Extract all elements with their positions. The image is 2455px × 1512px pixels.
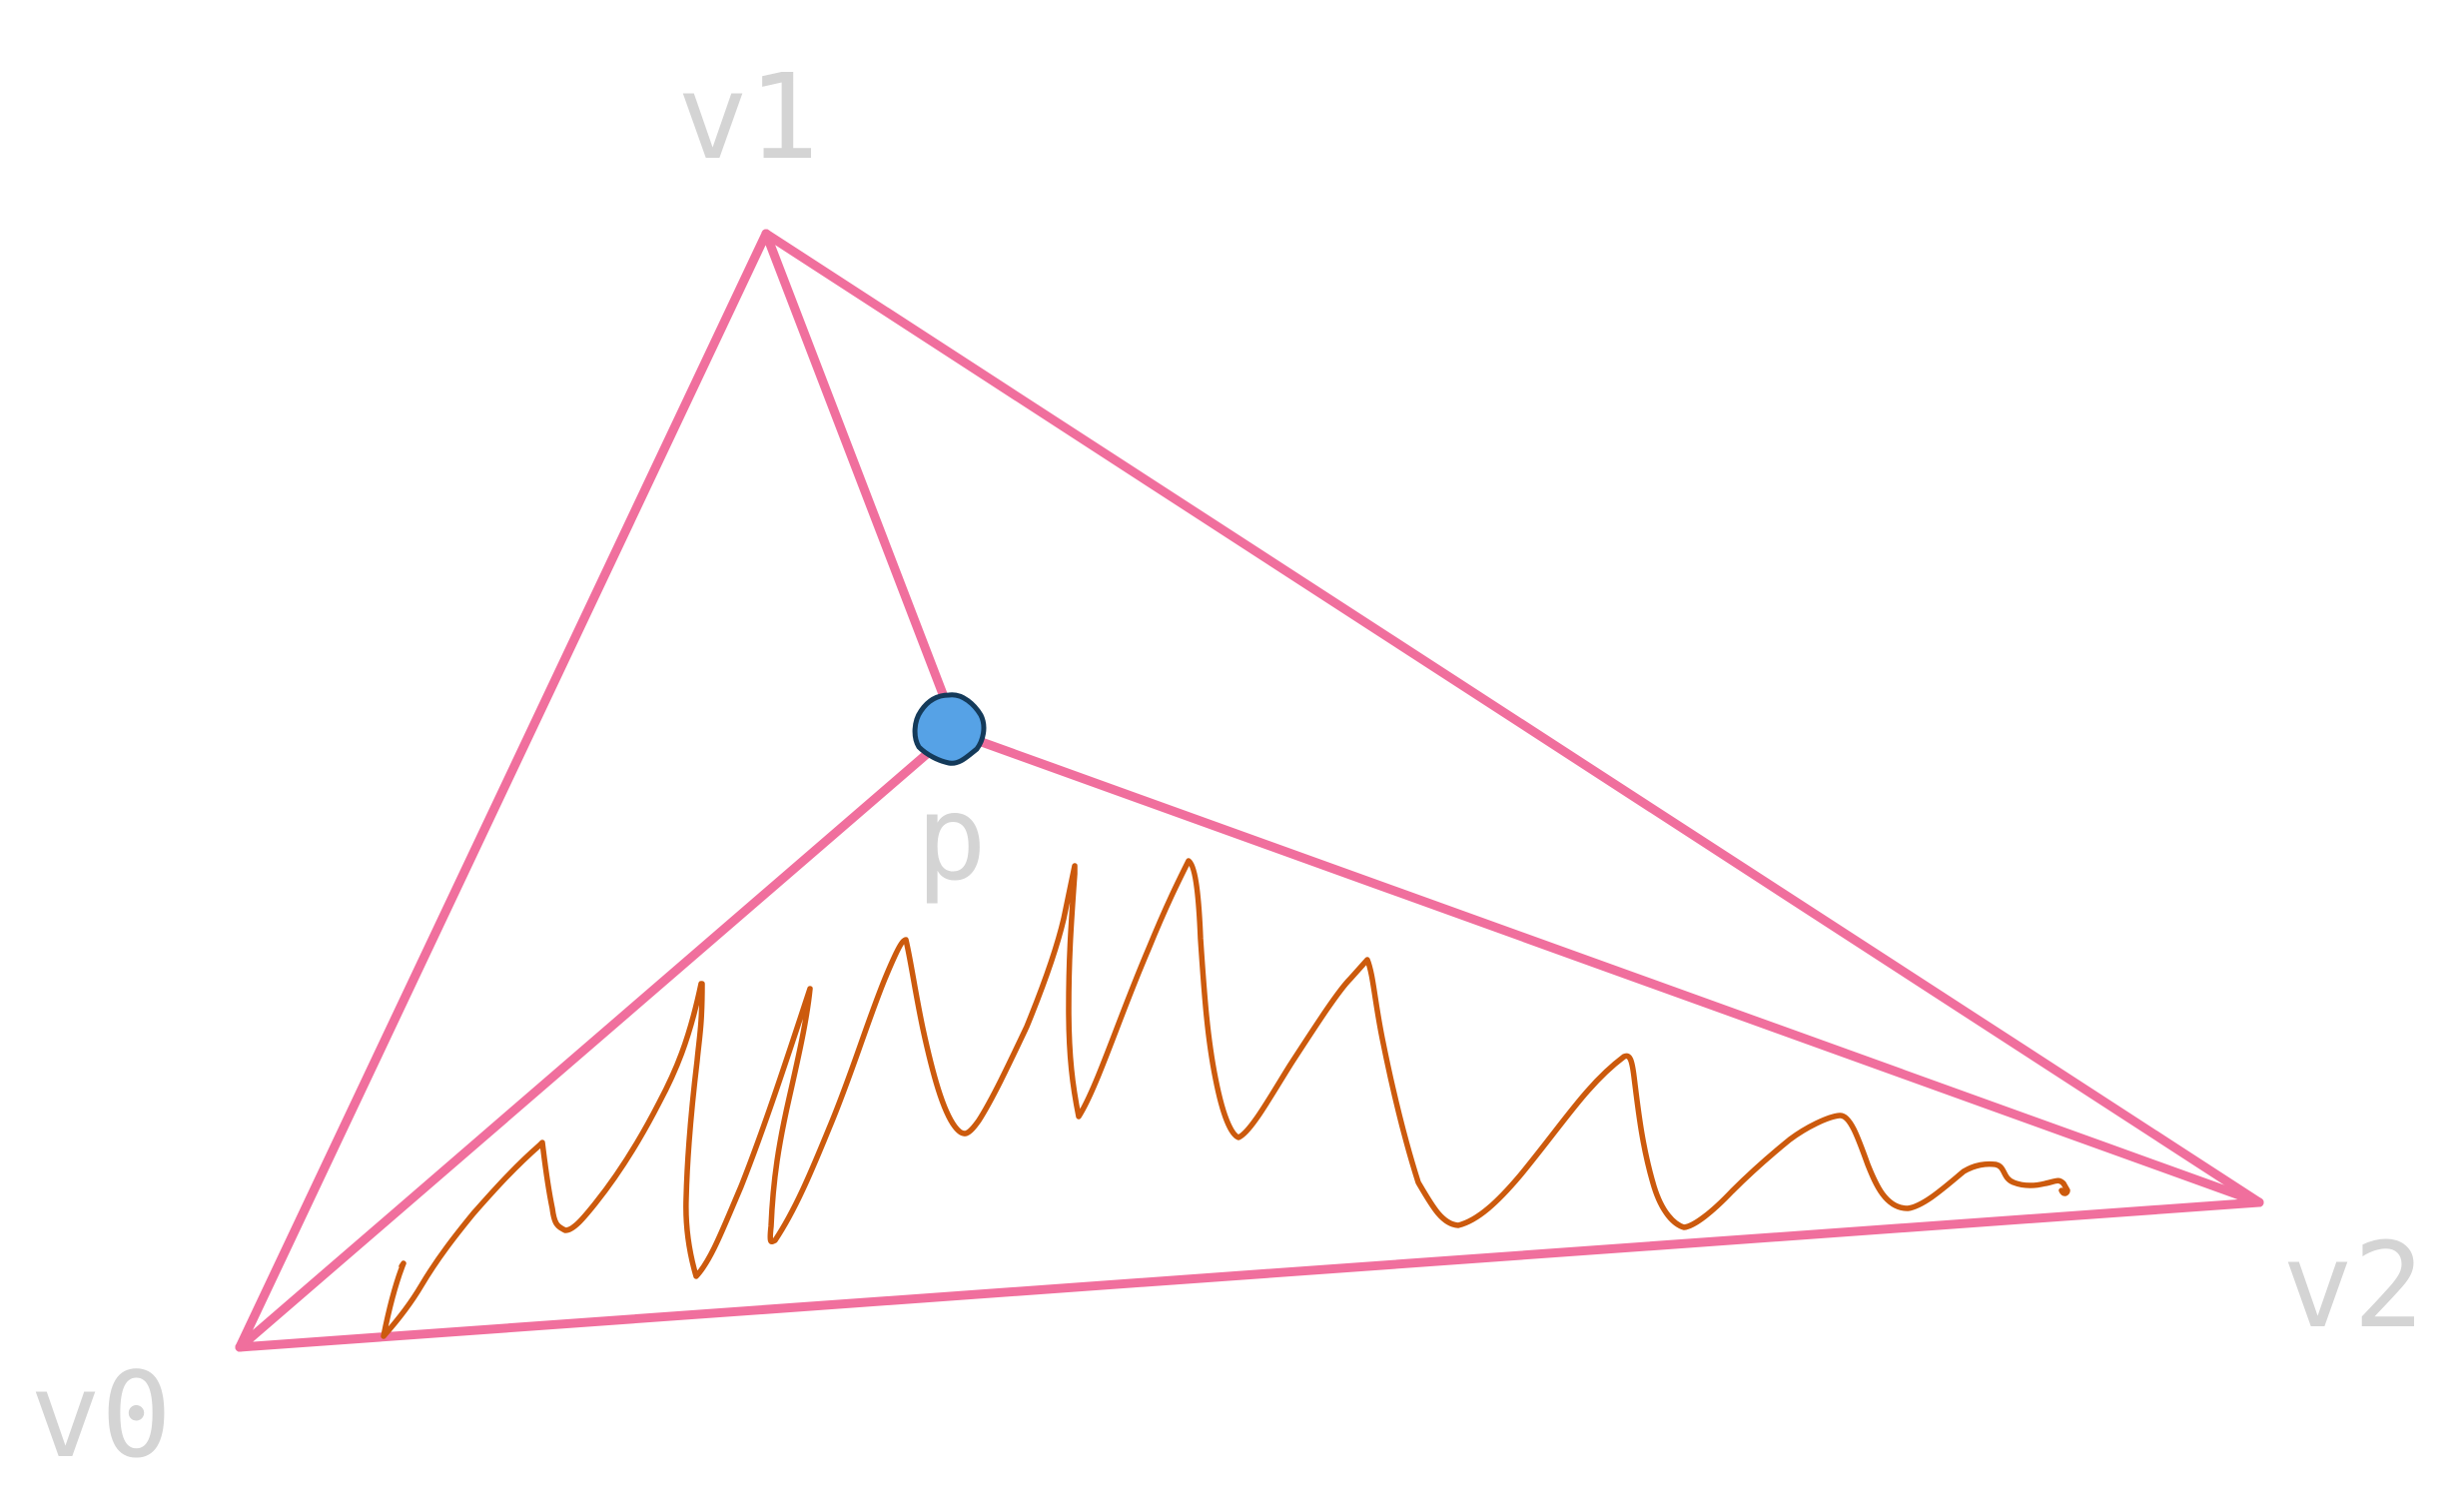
edge-v2-v0 xyxy=(235,1197,2264,1352)
label-v0: v0 xyxy=(30,1346,172,1484)
edge-v0-v1 xyxy=(235,229,771,1352)
edge-p-v2 xyxy=(974,736,2264,1207)
label-v1: v1 xyxy=(677,48,819,186)
label-v2: v2 xyxy=(2282,1216,2424,1354)
edge-p-v0 xyxy=(235,749,932,1352)
label-p: p xyxy=(916,769,987,907)
point-p xyxy=(912,692,987,766)
edge-v1-v2 xyxy=(761,229,2264,1207)
edge-p-v1 xyxy=(761,229,948,699)
hand-drawn-scribble xyxy=(381,858,2070,1339)
